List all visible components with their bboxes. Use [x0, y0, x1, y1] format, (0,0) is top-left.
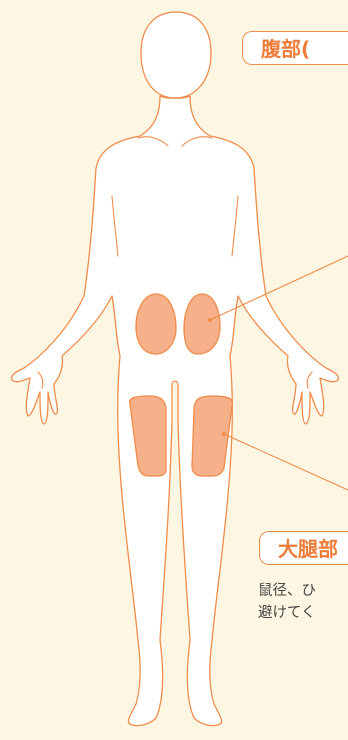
thigh-note: 鼠径、ひ 避けてく: [258, 580, 348, 624]
thigh-note-line-1: 鼠径、ひ: [258, 580, 348, 602]
thigh-note-line-2: 避けてく: [258, 602, 348, 624]
abdomen-site-left: [136, 294, 176, 354]
abdomen-site-right: [184, 294, 220, 354]
abdomen-label: 腹部(: [242, 31, 348, 65]
leader-line-thigh: [224, 434, 348, 490]
leader-dot-abdomen: [208, 318, 212, 322]
head-outline: [141, 12, 211, 98]
body-outline: [12, 96, 339, 726]
thigh-label: 大腿部: [259, 531, 348, 565]
abdomen-label-text: 腹部(: [261, 37, 310, 61]
thigh-label-text: 大腿部: [278, 537, 338, 561]
leader-dot-thigh: [222, 432, 226, 436]
